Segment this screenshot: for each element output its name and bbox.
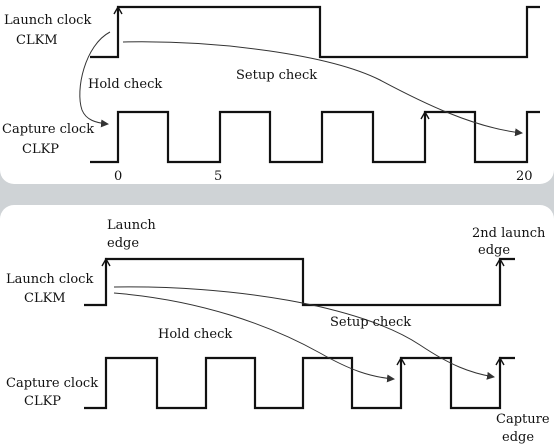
bottom-setup-check-label: Setup check bbox=[330, 315, 411, 330]
top-capture-edge-arrow bbox=[420, 110, 430, 130]
bottom-capture-clock-waveform bbox=[84, 356, 515, 410]
tick-label-5: 5 bbox=[214, 169, 222, 184]
bottom-capture-clock-label-line2: CLKP bbox=[24, 394, 61, 409]
top-capture-clock-label-line1: Capture clock bbox=[2, 122, 94, 137]
bottom-launch-edge-arrow bbox=[101, 257, 111, 275]
launch-edge-label-line2: edge bbox=[107, 236, 139, 251]
tick-label-20: 20 bbox=[516, 169, 533, 184]
top-hold-check-arrow bbox=[79, 31, 111, 128]
top-capture-clock-label-line2: CLKP bbox=[22, 142, 59, 157]
bottom-timing-diagram: Launch edge 2nd launch edge Launch clock… bbox=[6, 218, 550, 445]
bottom-launch-clock-waveform bbox=[84, 257, 515, 307]
capture-edge-label-line1: Capture bbox=[496, 412, 550, 427]
top-launch-clock-waveform bbox=[90, 5, 540, 59]
bottom-second-launch-edge-arrow bbox=[495, 257, 505, 275]
bottom-setup-check-arrow bbox=[113, 286, 495, 380]
tick-label-0: 0 bbox=[114, 169, 122, 184]
bottom-timing-panel: Launch edge 2nd launch edge Launch clock… bbox=[0, 205, 554, 448]
launch-edge-label-line1: Launch bbox=[107, 218, 156, 233]
bottom-capture-clock-label-line1: Capture clock bbox=[6, 376, 98, 391]
bottom-launch-clock-label-line2: CLKM bbox=[24, 291, 66, 306]
capture-edge-label-line2: edge bbox=[502, 430, 534, 445]
bottom-capture-edge-arrow bbox=[396, 356, 406, 375]
top-setup-check-label: Setup check bbox=[236, 68, 317, 83]
top-timing-diagram: Launch clock CLKM Capture clock CLKP Hol… bbox=[2, 5, 540, 184]
top-launch-clock-label-line2: CLKM bbox=[16, 33, 58, 48]
top-launch-clock-label-line1: Launch clock bbox=[4, 13, 91, 28]
bottom-hold-check-arrow bbox=[113, 292, 395, 383]
second-launch-edge-label-line1: 2nd launch bbox=[472, 226, 546, 241]
top-timing-panel: Launch clock CLKM Capture clock CLKP Hol… bbox=[0, 0, 554, 184]
top-capture-clock-waveform bbox=[90, 110, 540, 164]
bottom-hold-check-label: Hold check bbox=[158, 327, 232, 342]
top-launch-edge-arrow bbox=[113, 5, 123, 22]
bottom-capture-edge-arrow-2 bbox=[495, 356, 505, 375]
bottom-launch-clock-label-line1: Launch clock bbox=[6, 272, 93, 287]
top-setup-check-arrow bbox=[122, 41, 523, 137]
top-hold-check-label: Hold check bbox=[88, 77, 162, 92]
second-launch-edge-label-line2: edge bbox=[478, 243, 510, 258]
